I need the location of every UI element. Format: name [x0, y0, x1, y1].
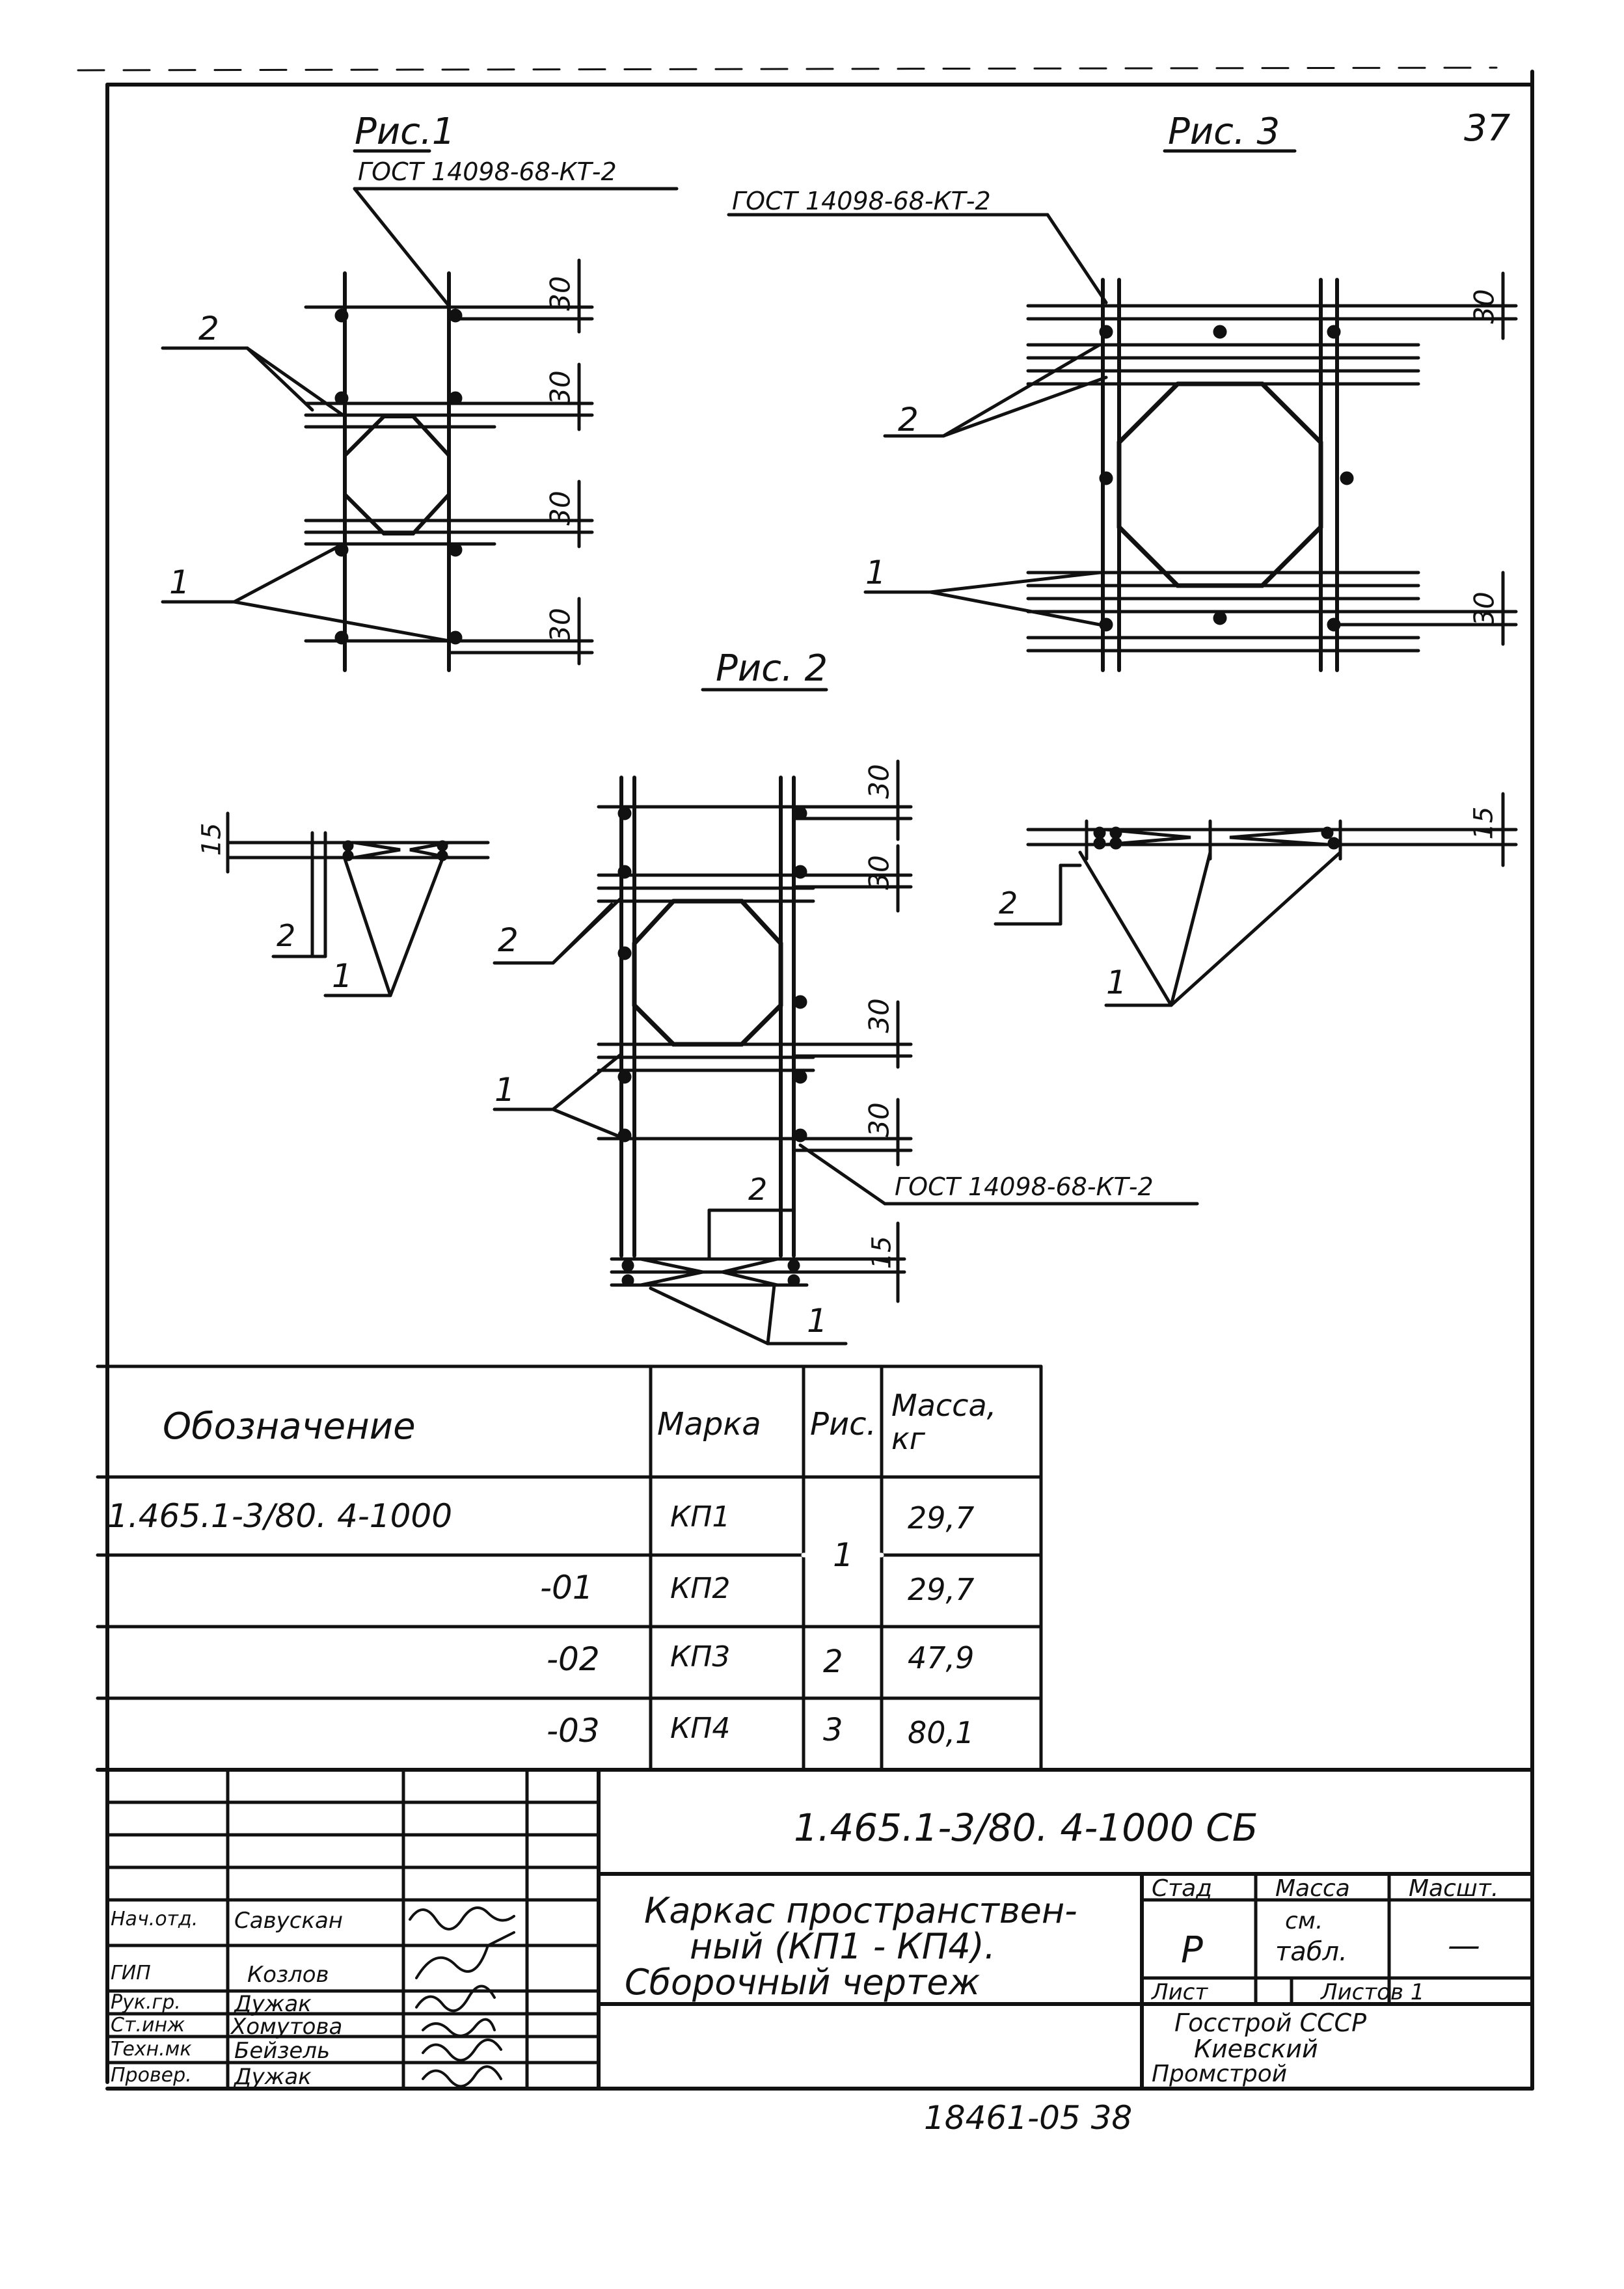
spec-row3-mass: 47,9 — [908, 1640, 975, 1675]
fig3-callout-2: 2 — [898, 401, 919, 439]
spec-row3-fig: 2 — [823, 1644, 843, 1680]
spec-header-designation: Обозначение — [163, 1405, 416, 1448]
fig2-callout-1: 1 — [494, 1071, 515, 1109]
fig2-section-callout-1: 1 — [807, 1302, 828, 1340]
spec-row3-designation: -02 — [547, 1640, 600, 1678]
spec-row2-designation: -01 — [540, 1569, 593, 1606]
spec-table-grid — [96, 1364, 1043, 1772]
signature-scribbles — [409, 1906, 515, 2088]
sig-name-4: Хомутова — [231, 2014, 343, 2040]
sig-name-3: Дужак — [234, 1991, 312, 2017]
spec-header-mass: Масса, кг — [891, 1388, 997, 1456]
fig1-drawing — [161, 149, 679, 672]
org-line2: Киевский — [1194, 2035, 1318, 2063]
spec-header-mark: Марка — [657, 1406, 761, 1442]
title-block-grid — [96, 1768, 1534, 2091]
spec-row2-mark: КП2 — [670, 1572, 731, 1605]
sig-role-3: Рук.гр. — [111, 1991, 181, 2014]
doc-code: 1.465.1-3/80. 4-1000 СБ — [794, 1806, 1258, 1850]
stage-value: Р — [1181, 1929, 1203, 1971]
sig-name-6: Дужак — [234, 2064, 312, 2090]
fig2-section-callout-2: 2 — [748, 1172, 768, 1207]
sig-name-5: Бейзель — [234, 2038, 331, 2064]
sheet-number: 37 — [1464, 107, 1511, 150]
sig-role-1: Нач.отд. — [111, 1908, 198, 1930]
fig2-title: Рис. 2 — [716, 647, 828, 690]
org-line1: Госстрой СССР — [1174, 2009, 1367, 2037]
sig-role-4: Ст.инж — [111, 2014, 185, 2037]
fig2-drawing — [493, 688, 1199, 1346]
section-right-dim: 15 — [1468, 806, 1499, 840]
sig-name-1: Савускан — [234, 1908, 344, 1934]
footer-code: 18461-05 38 — [924, 2099, 1133, 2137]
sig-name-2: Козлов — [247, 1962, 329, 1988]
spec-row1-mark: КП1 — [670, 1500, 731, 1534]
sheet-label: Лист — [1152, 1979, 1208, 2005]
sig-role-6: Провер. — [111, 2064, 192, 2087]
spec-row1-fig: 1 — [833, 1536, 854, 1574]
sig-role-5: Техн.мк — [111, 2038, 192, 2061]
fig2-section-dim: 15 — [867, 1236, 897, 1269]
fig3-title: Рис. 3 — [1168, 111, 1280, 153]
fig1-dim-2: 30 — [544, 370, 576, 405]
scale-value: — — [1448, 1927, 1480, 1964]
fig1-dim-4: 30 — [544, 608, 576, 643]
spec-row4-mark: КП4 — [670, 1712, 731, 1745]
spec-row4-fig: 3 — [823, 1712, 843, 1748]
fig2-dim-4: 30 — [863, 1102, 895, 1137]
fig2-dim-1: 30 — [863, 764, 895, 799]
fig2-dim-2: 30 — [863, 855, 895, 890]
fig3-drawing — [727, 149, 1518, 672]
fig2-dim-3: 30 — [863, 998, 895, 1033]
section-left-callout-2: 2 — [277, 918, 296, 953]
stage-label: Стад — [1152, 1875, 1213, 1902]
sig-role-2: ГИП — [111, 1962, 151, 1984]
fig2-gost: ГОСТ 14098-68-КТ-2 — [895, 1172, 1154, 1201]
spec-row3-mark: КП3 — [670, 1640, 731, 1673]
sheets-label: Листов 1 — [1321, 1979, 1425, 2005]
scale-label: Масшт. — [1409, 1875, 1499, 1902]
spec-row4-mass: 80,1 — [908, 1715, 975, 1750]
doc-name-line3: Сборочный чертеж — [625, 1962, 981, 2003]
fig3-dim-2: 30 — [1468, 591, 1500, 627]
fig1-dim-1: 30 — [544, 276, 576, 311]
spec-row4-designation: -03 — [547, 1712, 600, 1750]
section-left-drawing — [226, 811, 490, 997]
fig3-gost: ГОСТ 14098-68-КТ-2 — [732, 187, 991, 215]
doc-name-line2: ный (КП1 - КП4). — [690, 1926, 995, 1967]
mass-value-line1: см. — [1285, 1908, 1323, 1934]
doc-name-line1: Каркас пространствен- — [644, 1890, 1077, 1931]
fig1-dim-3: 30 — [544, 491, 576, 526]
fig1-callout-1: 1 — [169, 563, 190, 601]
fig3-dim-1: 30 — [1468, 289, 1500, 324]
fig3-callout-1: 1 — [865, 554, 886, 591]
section-right-drawing — [994, 792, 1518, 1007]
section-right-callout-2: 2 — [999, 886, 1018, 921]
fig1-gost: ГОСТ 14098-68-КТ-2 — [358, 157, 617, 186]
section-right-callout-1: 1 — [1106, 964, 1127, 1001]
section-left-callout-1: 1 — [332, 957, 353, 995]
section-left-dim: 15 — [196, 822, 227, 856]
fig1-callout-2: 2 — [198, 310, 219, 347]
fig2-callout-2: 2 — [498, 921, 519, 959]
fig1-title: Рис.1 — [355, 111, 455, 153]
mass-label: Масса — [1275, 1875, 1350, 1902]
spec-header-fig: Рис. — [810, 1406, 876, 1442]
mass-value-line2: табл. — [1275, 1937, 1347, 1967]
spec-row1-mass: 29,7 — [908, 1500, 975, 1536]
spec-row2-mass: 29,7 — [908, 1572, 975, 1607]
org-line3: Промстрой — [1152, 2061, 1288, 2087]
spec-row1-designation: 1.465.1-3/80. 4-1000 — [107, 1497, 453, 1535]
